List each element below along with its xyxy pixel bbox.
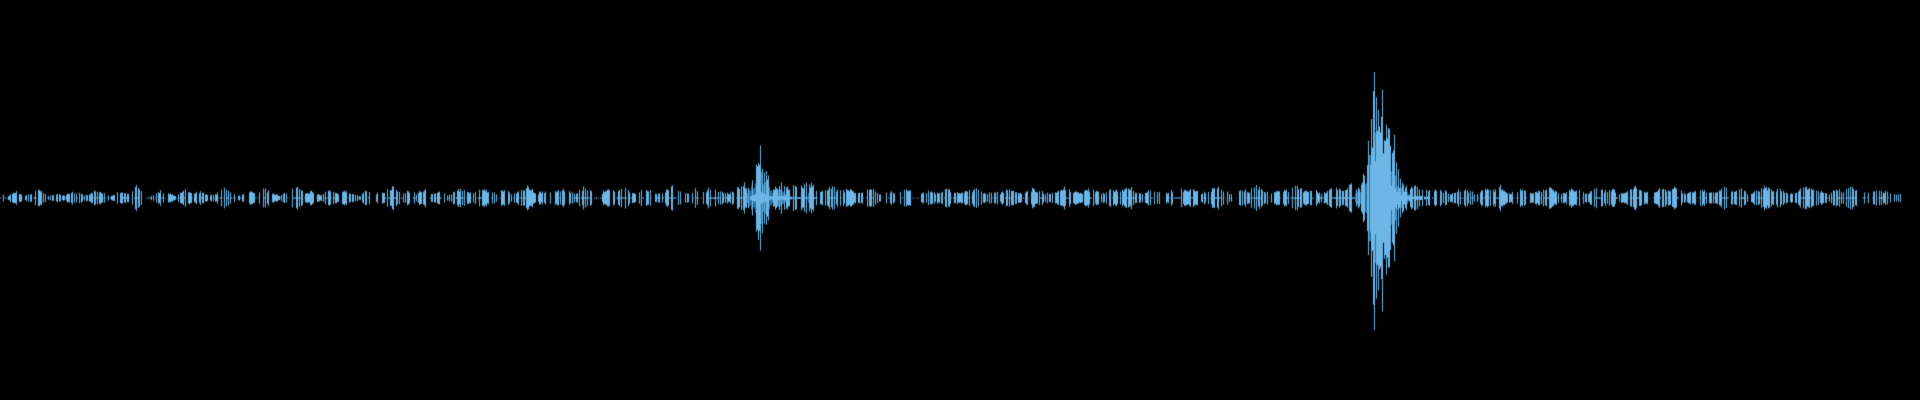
waveform-overlay bbox=[0, 0, 1920, 400]
waveform-canvas[interactable] bbox=[0, 0, 1920, 400]
audio-waveform-viewer[interactable] bbox=[0, 0, 1920, 400]
